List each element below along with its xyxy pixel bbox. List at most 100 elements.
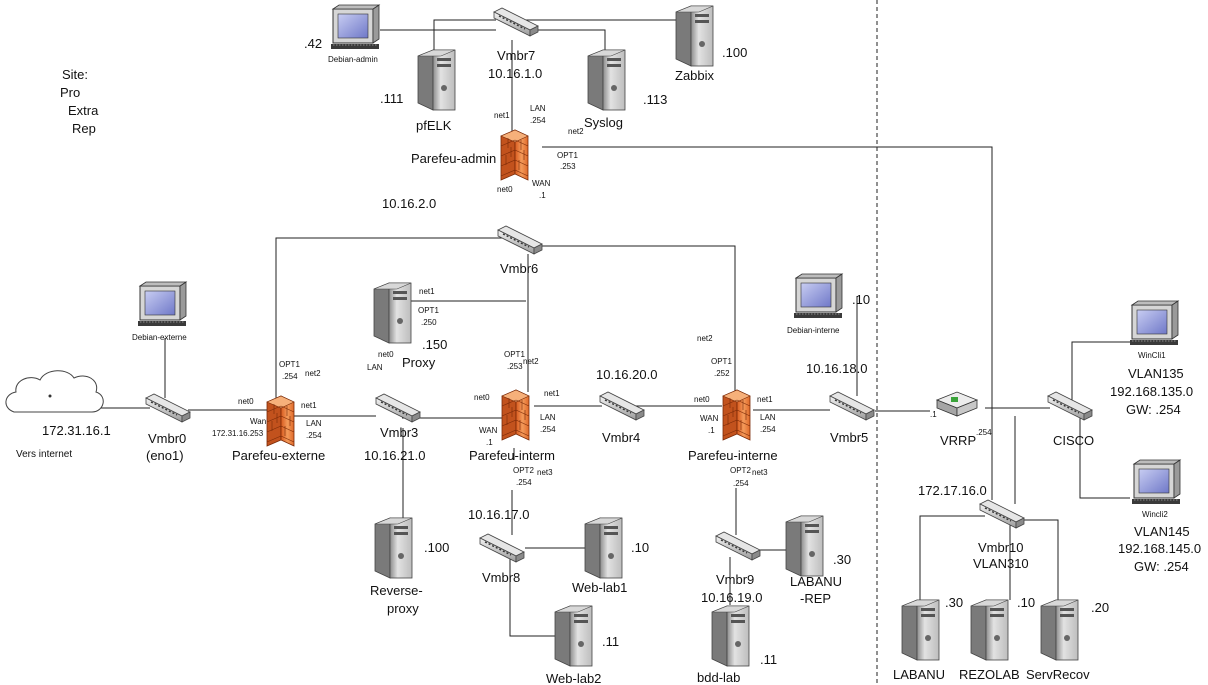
port-ext-net1: net1 [301,401,317,410]
port-in-net3: net3 [752,468,768,477]
web-lab1-ip: .10 [631,540,649,555]
pc-wincli1[interactable] [1129,300,1179,346]
syslog-ip: .113 [643,92,667,107]
firewall-admin[interactable] [500,129,529,181]
port-proxy-net1: net1 [419,287,435,296]
server-bdd-lab[interactable] [711,605,750,667]
labanu-ip: .30 [945,595,963,610]
server-reverse-proxy[interactable] [374,517,413,579]
port-admin-net0: net0 [497,185,513,194]
port-admin-lan-ip: .254 [530,116,546,125]
labanu-rep-label2: -REP [800,591,831,606]
router-vrrp[interactable] [936,391,978,417]
vmbr8-label: Vmbr8 [482,570,520,585]
vmbr0-label: Vmbr0 [148,431,186,446]
port-labels: net1 LAN .254 net2 OPT1 .253 net0 WAN .1… [212,104,776,488]
server-syslog[interactable] [587,49,626,111]
port-in-opt1-ip: .252 [714,369,730,378]
debian-interne-label: Debian-interne [787,326,840,335]
web-lab2-label: Web-lab2 [546,671,601,685]
reverse-proxy-label2: proxy [387,601,419,616]
switch-vmbr7[interactable] [493,7,539,37]
pc-debian-externe[interactable] [137,281,187,327]
syslog-label: Syslog [584,115,623,130]
port-admin-opt1: OPT1 [557,151,578,160]
port-in-opt1: OPT1 [711,357,732,366]
switch-vmbr10[interactable] [979,499,1025,529]
port-in-net1: net1 [757,395,773,404]
port-admin-wan-ip: .1 [539,191,546,200]
server-proxy[interactable] [373,282,412,344]
vrrp-ip-right: .254 [976,428,992,437]
firewall-interm[interactable] [501,389,530,441]
port-in-net0: net0 [694,395,710,404]
port-ext-wan-ip: 172.31.16.253 [212,429,264,438]
port-admin-net1: net1 [494,111,510,120]
bdd-lab-label: bdd-lab [697,670,740,685]
debian-externe-label: Debian-externe [132,333,187,342]
pc-wincli2[interactable] [1131,459,1181,505]
vmbr10-sub: VLAN310 [973,556,1029,571]
vmbr8-net: 10.16.17.0 [468,507,529,522]
switch-vmbr3[interactable] [375,393,421,423]
port-in-lan: LAN [760,413,776,422]
vmbr4-label: Vmbr4 [602,430,640,445]
firewall-externe-label: Parefeu-externe [232,448,325,463]
web-lab1-label: Web-lab1 [572,580,627,595]
site-title: Site: [62,67,88,82]
firewall-interne[interactable] [722,389,751,441]
port-proxy-opt1-ip: .250 [421,318,437,327]
site-legend: Site: Pro Extra Rep [60,67,99,136]
firewall-interm-label: Parefeu-interm [469,448,555,463]
wincli1-label: WinCli1 [1138,351,1166,360]
server-web-lab1[interactable] [584,517,623,579]
port-ext-net0: net0 [238,397,254,406]
port-admin-net2: net2 [568,127,584,136]
vmbr7-net: 10.16.1.0 [488,66,542,81]
server-servrecov[interactable] [1040,599,1079,661]
server-labanu[interactable] [901,599,940,661]
port-admin-wan: WAN [532,179,551,188]
wincli2-label: Wincli2 [1142,510,1168,519]
pc-debian-admin[interactable] [330,4,380,50]
server-rezolab[interactable] [970,599,1009,661]
pc-debian-interne[interactable] [793,273,843,319]
switch-vmbr9[interactable] [715,531,761,561]
server-pfelk[interactable] [417,49,456,111]
switch-vmbr6[interactable] [497,225,543,255]
port-in-net2: net2 [697,334,713,343]
debian-admin-ip: .42 [304,36,322,51]
port-admin-opt1-ip: .253 [560,162,576,171]
vmbr7-label: Vmbr7 [497,48,535,63]
labanu-rep-label: LABANU [790,574,842,589]
pfelk-ip: .111 [380,91,403,106]
switch-vmbr5[interactable] [829,391,875,421]
proxy-label: Proxy [402,355,436,370]
port-proxy-lan: LAN [367,363,383,372]
vmbr0-sub: (eno1) [146,448,184,463]
port-in-opt2: OPT2 [730,466,751,475]
port-ext-wan: Wan [250,417,266,426]
vmbr10-net: 172.17.16.0 [918,483,987,498]
server-web-lab2[interactable] [554,605,593,667]
wincli1-vlan: VLAN135 [1128,366,1184,381]
server-zabbix[interactable] [675,5,714,67]
switch-vmbr0[interactable] [145,393,191,423]
vmbr3-net: 10.16.21.0 [364,448,425,463]
firewall-externe[interactable] [266,395,295,447]
server-labanu-rep[interactable] [785,515,824,577]
firewall-interne-label: Parefeu-interne [688,448,778,463]
firewall-admin-label: Parefeu-admin [411,151,496,166]
switch-vmbr8[interactable] [479,533,525,563]
port-ext-net2: net2 [305,369,321,378]
switch-cisco[interactable] [1047,391,1093,421]
vmbr6-label: Vmbr6 [500,261,538,276]
vmbr5-net: 10.16.18.0 [806,361,867,376]
reverse-proxy-label: Reverse- [370,583,423,598]
wincli2-gw: GW: .254 [1134,559,1189,574]
pfelk-label: pfELK [416,118,452,133]
debian-interne-ip: .10 [852,292,870,307]
vmbr5-label: Vmbr5 [830,430,868,445]
site-rep: Rep [72,121,96,136]
